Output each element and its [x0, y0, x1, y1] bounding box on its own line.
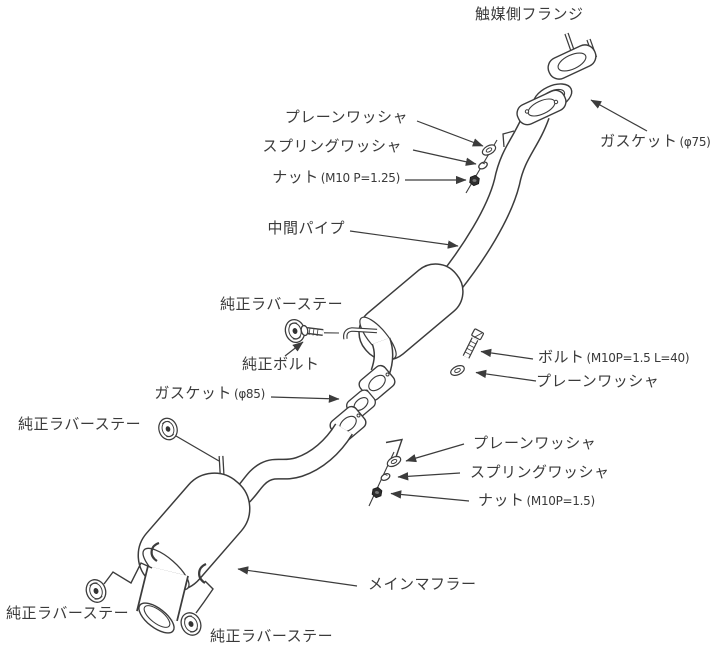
label-bolt-m10-text: ボルト	[538, 348, 585, 366]
front-pipe-flange-drawing	[516, 89, 567, 126]
label-plain-washer-bottom-text: プレーンワッシャ	[473, 434, 597, 452]
label-gasket-85-spec: (φ85)	[233, 387, 265, 401]
label-plain-washer-mid-text: プレーンワッシャ	[536, 372, 660, 390]
label-plain-washer-bottom: プレーンワッシャ	[473, 434, 597, 452]
label-main-muffler-text: メインマフラー	[368, 575, 477, 593]
label-nut-m10-15: ナット(M10P=1.5)	[478, 491, 596, 509]
leader-arrows	[237, 99, 648, 587]
catalyst-flange-drawing	[547, 32, 598, 80]
label-spring-washer-top: スプリングワッシャ	[262, 137, 402, 155]
label-spring-washer-bottom: スプリングワッシャ	[470, 463, 610, 481]
muffler-hanger-pin-rear-drawing	[198, 562, 207, 584]
label-plain-washer-top: プレーンワッシャ	[284, 108, 408, 126]
label-gasket-75-spec: (φ75)	[679, 135, 711, 149]
muffler-hanger-pin-front-drawing	[150, 541, 160, 562]
label-oem-rubber-stay-left-text: 純正ラバーステー	[18, 415, 142, 433]
hanger-bracket-left-drawing	[103, 562, 153, 585]
label-gasket-75-text: ガスケット	[600, 132, 678, 150]
label-nut-m10-125: ナット(M10 P=1.25)	[272, 168, 401, 186]
label-middle-pipe: 中間パイプ	[267, 219, 345, 237]
plain-washer-bottom-drawing	[385, 453, 403, 470]
label-oem-rubber-stay-bottom-left: 純正ラバーステー	[6, 604, 130, 622]
label-spring-washer-bottom-text: スプリングワッシャ	[470, 463, 610, 481]
label-catalyst-flange-text: 触媒側フランジ	[475, 5, 584, 23]
inlet-pipe-drawing	[226, 423, 353, 512]
label-oem-bolt: 純正ボルト	[242, 355, 320, 373]
label-oem-rubber-stay-bottom-center-text: 純正ラバーステー	[210, 627, 334, 645]
label-middle-pipe-text: 中間パイプ	[267, 219, 345, 237]
plain-washer-top-drawing	[480, 142, 498, 158]
label-main-muffler: メインマフラー	[368, 575, 477, 593]
oem-rubber-stay-bottom-center-drawing	[176, 608, 206, 640]
label-oem-rubber-stay-upper: 純正ラバーステー	[220, 295, 344, 313]
spring-washer-bottom-drawing	[379, 471, 392, 483]
label-bolt-m10-spec: (M10P=1.5 L=40)	[586, 351, 690, 365]
label-gasket-85: ガスケット(φ85)	[154, 384, 265, 402]
flange-hanger-bracket-drawing	[385, 438, 404, 458]
label-nut-m10-15-spec: (M10P=1.5)	[526, 494, 596, 508]
label-gasket-75: ガスケット(φ75)	[600, 132, 711, 150]
muffler-tip-drawing	[136, 565, 189, 634]
label-nut-m10-125-spec: (M10 P=1.25)	[320, 171, 401, 185]
label-oem-rubber-stay-upper-text: 純正ラバーステー	[220, 295, 344, 313]
label-catalyst-flange: 触媒側フランジ	[475, 5, 584, 23]
pipe-hanger-hook-drawing	[502, 130, 515, 148]
label-oem-rubber-stay-bottom-center: 純正ラバーステー	[210, 627, 334, 645]
plain-washer-mid-drawing	[448, 363, 467, 378]
label-oem-rubber-stay-left: 純正ラバーステー	[18, 415, 142, 433]
label-spring-washer-top-text: スプリングワッシャ	[262, 137, 402, 155]
oem-rubber-stay-bottom-left-drawing	[82, 576, 110, 606]
label-nut-m10-125-text: ナット	[272, 168, 319, 186]
hanger-rod-upper-drawing	[343, 327, 378, 340]
label-plain-washer-top-text: プレーンワッシャ	[284, 108, 408, 126]
spring-washer-top-drawing	[476, 160, 490, 171]
label-gasket-85-text: ガスケット	[154, 384, 232, 402]
hanger-bracket-right-drawing	[195, 580, 214, 614]
bolt-m10-drawing	[462, 328, 484, 359]
oem-rubber-stay-left-drawing	[155, 415, 181, 443]
label-oem-rubber-stay-bottom-left-text: 純正ラバーステー	[6, 604, 130, 622]
label-bolt-m10: ボルト(M10P=1.5 L=40)	[538, 348, 690, 366]
label-plain-washer-mid: プレーンワッシャ	[536, 372, 660, 390]
label-oem-bolt-text: 純正ボルト	[242, 355, 320, 373]
intermediate-pipe-drawing	[439, 109, 550, 292]
label-nut-m10-15-text: ナット	[478, 491, 525, 509]
oem-bolt-drawing	[300, 324, 340, 337]
